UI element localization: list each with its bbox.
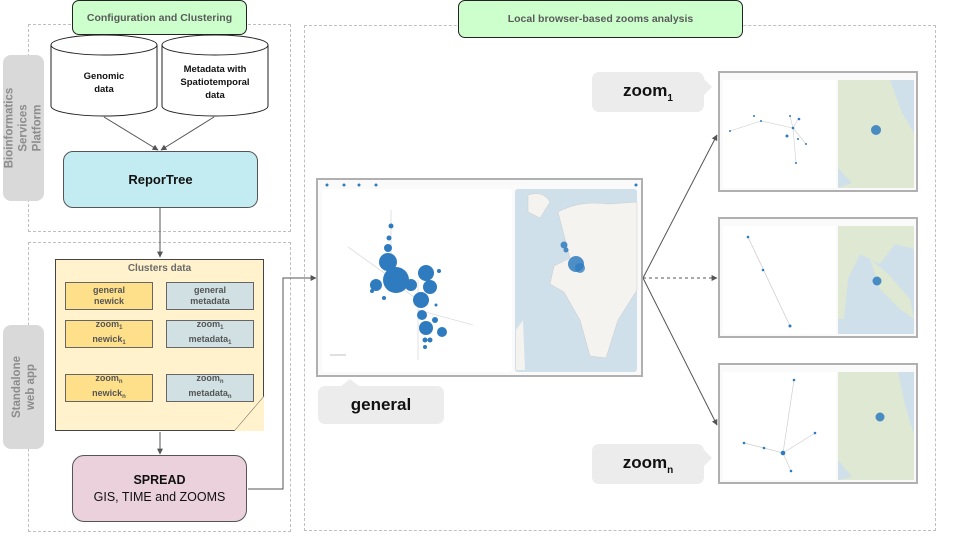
spread-subtitle: GIS, TIME and ZOOMS [93, 489, 226, 504]
file-line: newick [93, 296, 124, 306]
genomic-line-1: Genomic [83, 71, 125, 82]
spread-title: SPREAD [133, 472, 186, 487]
local-analysis-header: Local browser-based zooms analysis [458, 0, 743, 38]
zoomn-callout-text: zoomn [622, 452, 674, 476]
platform-side-label: Bioinformatics Services Platform [3, 55, 44, 201]
general-callout: general [318, 386, 444, 424]
zoomn-screenshot [718, 363, 918, 484]
tree-nodes [370, 223, 447, 349]
genomic-data-cylinder [50, 34, 158, 117]
general-callout-text: general [350, 395, 412, 414]
arrow-spread-to-general [248, 275, 317, 490]
metadata-line-2: Spatiotemporal [180, 77, 250, 88]
config-header: Configuration and Clustering [72, 0, 247, 35]
zoom1-view [720, 73, 916, 190]
file-line: general [92, 285, 125, 295]
zoom1-screenshot [718, 71, 918, 192]
arrow-general-to-zoomn [642, 277, 718, 426]
zoom2-view [720, 219, 916, 336]
zoom1-newick-file: zoom1 newick1 [65, 319, 153, 348]
metadata-line-3: data [205, 90, 225, 101]
reportree-box: ReporTree [63, 151, 258, 208]
zoomn-view [720, 365, 916, 482]
metadata-cylinder [161, 34, 269, 117]
metadata-label: Metadata with Spatiotemporal data [162, 63, 268, 102]
webapp-side-label: Standalone web app [3, 325, 44, 449]
arrow-metadata-to-reportree [160, 116, 215, 151]
genomic-line-2: data [94, 84, 114, 95]
zoom1-callout-pointer [704, 79, 712, 95]
file-line: metadata [190, 296, 230, 306]
zoomn-newick-file: zoomn newickn [65, 373, 153, 402]
zoomn-metadata-file: zoomn metadatan [166, 373, 254, 402]
metadata-line-1: Metadata with [183, 64, 247, 75]
file-line: general [193, 285, 226, 295]
zoom1-metadata-file: zoom1 metadata1 [166, 319, 254, 348]
general-screenshot [316, 178, 643, 377]
clusters-title: Clusters data [127, 263, 192, 274]
zoomn-callout: zoomn [592, 444, 704, 484]
arrow-general-to-zoom1 [642, 134, 718, 279]
arrow-genomic-to-reportree [103, 116, 159, 151]
zoom1-callout: zoom1 [592, 72, 704, 112]
general-callout-pointer [340, 379, 360, 387]
general-view [318, 180, 641, 375]
general-newick-file: general newick [65, 282, 153, 310]
spread-box: SPREAD GIS, TIME and ZOOMS [72, 455, 247, 522]
genomic-data-label: Genomic data [51, 70, 157, 96]
zoom2-screenshot [718, 217, 918, 338]
zoom1-callout-text: zoom1 [623, 80, 673, 104]
general-metadata-file: general metadata [166, 282, 254, 310]
zoomn-callout-pointer [704, 450, 712, 466]
